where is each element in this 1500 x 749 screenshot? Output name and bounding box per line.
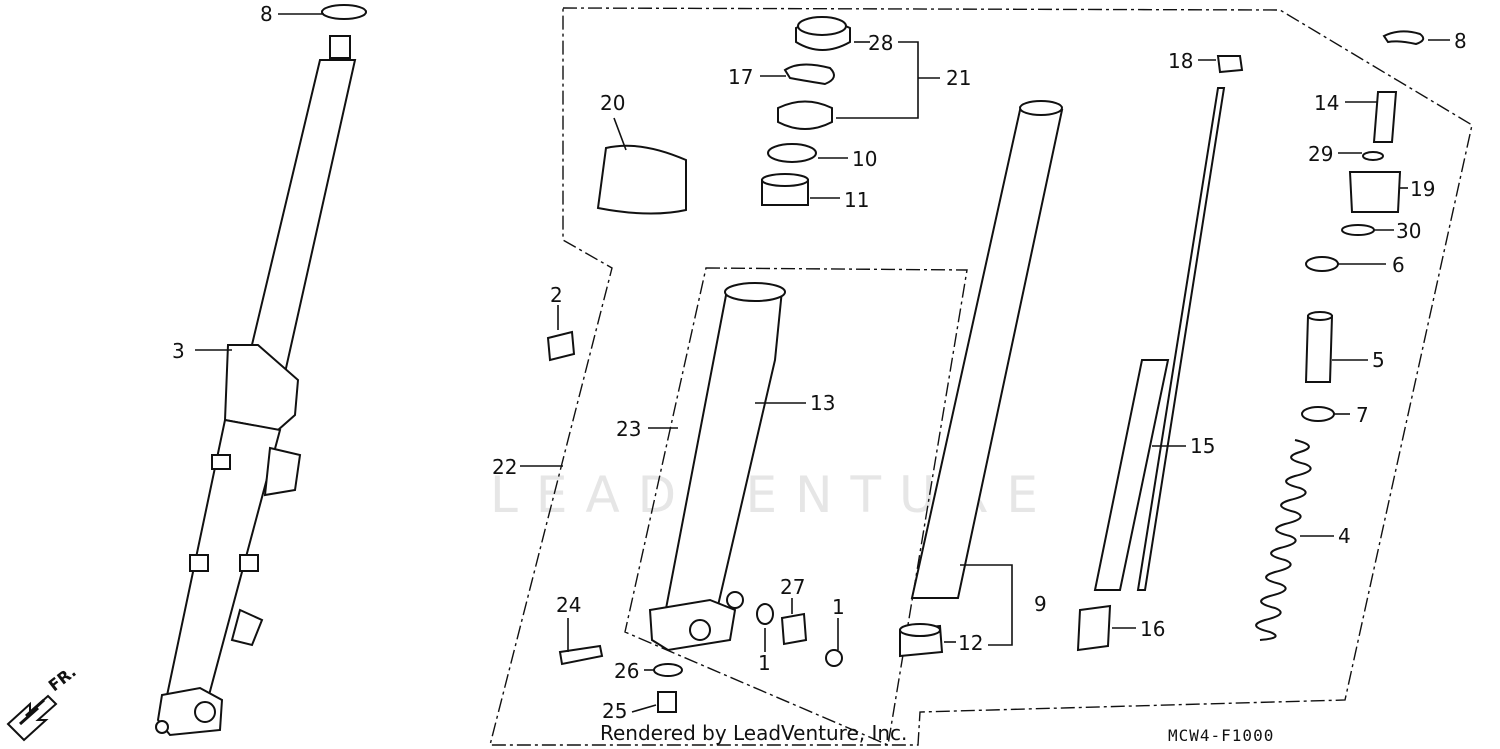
callout-18: 18: [1168, 49, 1193, 73]
part-7-spring-seat: [1301, 406, 1335, 422]
part-10-back-up-ring: [767, 143, 817, 163]
part-2-collar: [546, 330, 576, 362]
callout-17: 17: [728, 65, 753, 89]
part-14-adjuster: [1372, 91, 1398, 143]
callout-8-right: 8: [1454, 29, 1467, 53]
callout-12: 12: [958, 631, 983, 655]
part-8-snap-ring-left: [321, 4, 367, 20]
callout-19: 19: [1410, 177, 1435, 201]
callout-23: 23: [616, 417, 641, 441]
part-26-sealing-washer: [653, 663, 683, 677]
callout-27: 27: [780, 575, 805, 599]
part-5-spacer: [1304, 315, 1334, 383]
part-28-dust-seal-top: [797, 16, 847, 36]
callout-2: 2: [550, 283, 563, 307]
callout-15: 15: [1190, 434, 1215, 458]
part-16-oil-lock-piece: [1076, 604, 1112, 652]
diagram-code: MCW4-F1000: [1168, 726, 1274, 745]
assembly-boundary-outer: [489, 7, 1473, 746]
callout-16: 16: [1140, 617, 1165, 641]
part-27-collar: [780, 612, 808, 646]
rendered-by-text: Rendered by LeadVenture, Inc.: [600, 721, 907, 745]
part-21-oil-seal: [777, 100, 833, 130]
callout-4: 4: [1338, 524, 1351, 548]
part-6-nut: [1305, 256, 1339, 272]
callout-26: 26: [614, 659, 639, 683]
callout-21: 21: [946, 66, 971, 90]
callout-6: 6: [1392, 253, 1405, 277]
part-8-snap-ring-right: [1382, 30, 1425, 46]
part-9-fork-pipe: [910, 109, 1064, 599]
callout-10: 10: [852, 147, 877, 171]
callout-8-left: 8: [260, 2, 273, 26]
callout-28: 28: [868, 31, 893, 55]
part-25-bolt: [657, 691, 677, 713]
callout-7: 7: [1356, 403, 1369, 427]
part-18-lock-nut: [1216, 55, 1244, 74]
callout-3: 3: [172, 339, 185, 363]
callout-25: 25: [602, 699, 627, 723]
callout-9: 9: [1034, 592, 1047, 616]
callout-11: 11: [844, 188, 869, 212]
front-direction-arrow: FR.: [6, 662, 80, 742]
callout-14: 14: [1314, 91, 1339, 115]
callout-22: 22: [492, 455, 517, 479]
part-19-fork-bolt: [1348, 171, 1402, 213]
front-direction-label: FR.: [45, 662, 80, 695]
fork-assembled-illustration: [155, 5, 367, 737]
callout-29: 29: [1308, 142, 1333, 166]
callout-1-right: 1: [832, 595, 845, 619]
part-1-washer-mid: [756, 603, 774, 625]
part-17-stop-ring: [783, 63, 835, 86]
part-4-fork-spring: [1255, 439, 1312, 641]
callout-5: 5: [1372, 348, 1385, 372]
callout-13: 13: [810, 391, 835, 415]
callout-24: 24: [556, 593, 581, 617]
leader-lines: [195, 13, 1450, 713]
assembly-boundary-inner: [624, 267, 968, 746]
part-13-fork-slider: [658, 289, 784, 641]
part-20-protector: [596, 144, 687, 215]
callout-20: 20: [600, 91, 625, 115]
part-24-socket-bolt: [558, 644, 604, 666]
part-30-o-ring: [1341, 224, 1375, 236]
callout-1-mid: 1: [758, 651, 771, 675]
part-15-rod-assembly: [1136, 87, 1226, 591]
callout-30: 30: [1396, 219, 1421, 243]
part-1-washer-right: [825, 649, 843, 667]
part-29-o-ring: [1362, 151, 1384, 161]
